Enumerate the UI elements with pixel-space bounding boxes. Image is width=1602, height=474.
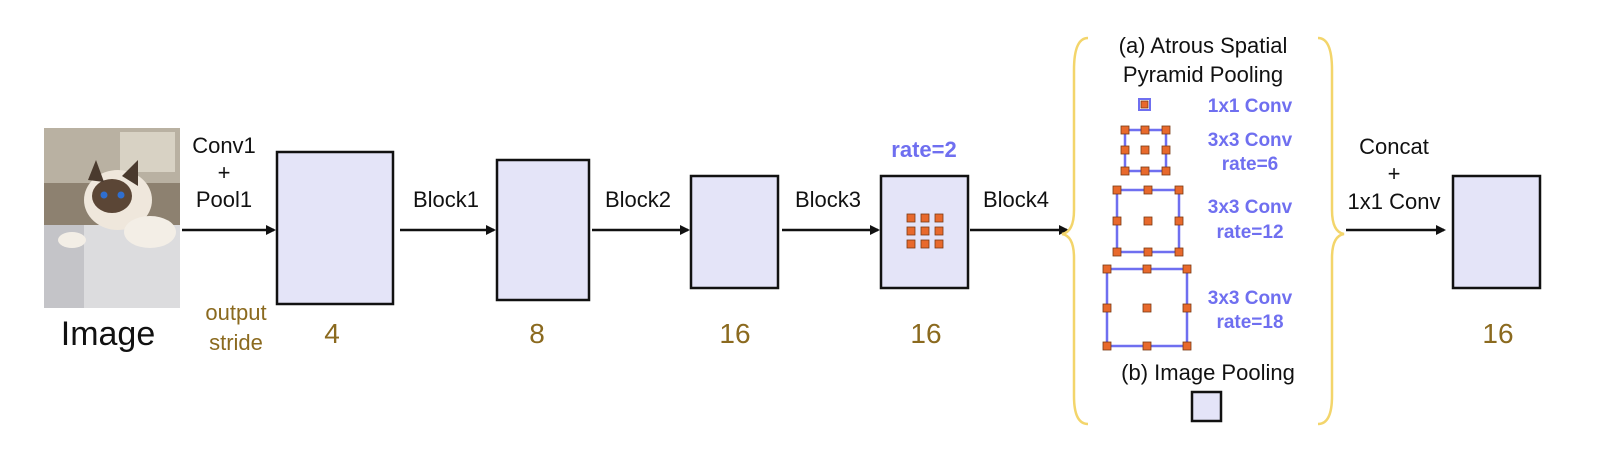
fuse-label-line1: Concat — [1359, 134, 1429, 159]
block1-label: Block1 — [413, 187, 479, 212]
aspp-branch-rate18-kernel — [1102, 264, 1192, 351]
input-image-photo — [44, 128, 180, 308]
aspp-left-brace — [1061, 36, 1089, 426]
stem-label-line3: Pool1 — [196, 187, 252, 212]
aspp-branch-rate6-kernel — [1120, 125, 1171, 176]
aspp-branch-rate18-line2: rate=18 — [1216, 312, 1283, 333]
block3-label: Block3 — [795, 187, 861, 212]
stride-value-4: 16 — [910, 318, 941, 349]
stride-value-1: 4 — [324, 318, 340, 349]
fuse-label: Concat + 1x1 Conv — [1348, 134, 1441, 214]
aspp-branch-rate6-line1: 3x3 Conv — [1208, 130, 1293, 151]
aspp-title-line1: (a) Atrous Spatial — [1119, 33, 1288, 58]
fuse-label-line3: 1x1 Conv — [1348, 189, 1441, 214]
output-stride-line1: output — [205, 300, 266, 325]
output-stride-line2: stride — [209, 330, 263, 355]
aspp-branch-rate18-line1: 3x3 Conv — [1208, 288, 1293, 309]
aspp-title-line2: Pyramid Pooling — [1123, 62, 1283, 87]
fuse-label-line2: + — [1388, 161, 1401, 186]
aspp-branch-rate12-line1: 3x3 Conv — [1208, 197, 1293, 218]
feature-map-stride8 — [495, 158, 591, 302]
feature-map-stride16-a — [689, 174, 780, 290]
aspp-branch-rate12-line2: rate=12 — [1216, 222, 1283, 243]
stem-label-line2: + — [218, 160, 231, 185]
aspp-branch-rate12-kernel — [1112, 185, 1184, 257]
feature-map-output — [1451, 174, 1542, 290]
stem-label: Conv1 + Pool1 — [192, 133, 256, 212]
image-pooling-label: (b) Image Pooling — [1121, 360, 1295, 385]
aspp-right-brace — [1317, 36, 1345, 426]
aspp-branch-rate6-line2: rate=6 — [1222, 154, 1279, 175]
aspp-branch-1x1-kernel — [1138, 98, 1151, 111]
aspp-branch-1x1-label: 1x1 Conv — [1208, 96, 1293, 117]
image-pooling-feature — [1190, 390, 1223, 423]
feature-map-stride4 — [275, 150, 395, 306]
stride-value-2: 8 — [529, 318, 545, 349]
output-stride-caption: output stride — [205, 300, 266, 355]
stride-value-3: 16 — [719, 318, 750, 349]
block2-label: Block2 — [605, 187, 671, 212]
atrous-kernel-rate2 — [906, 213, 944, 249]
atrous-rate-label: rate=2 — [891, 137, 956, 162]
stride-value-5: 16 — [1482, 318, 1513, 349]
stem-label-line1: Conv1 — [192, 133, 256, 158]
block4-label: Block4 — [983, 187, 1049, 212]
input-image-label: Image — [61, 315, 156, 353]
